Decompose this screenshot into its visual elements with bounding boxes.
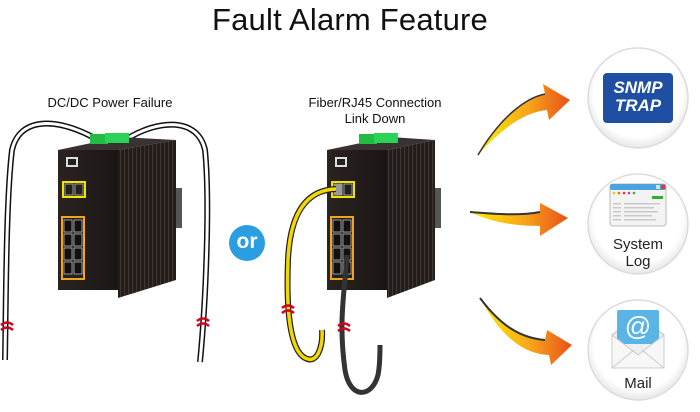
sfp-slots xyxy=(62,181,86,198)
power-cable-right xyxy=(123,121,211,363)
envelope-icon xyxy=(611,310,665,369)
arrow-to-mail-icon xyxy=(479,297,572,365)
mail-circle xyxy=(587,299,689,401)
trap-label: TRAP xyxy=(614,96,662,115)
system-log-line2: Log xyxy=(625,253,651,270)
browser-window-icon xyxy=(609,183,667,227)
snmp-label: SNMP xyxy=(613,78,663,97)
at-symbol-icon: @ xyxy=(624,311,652,341)
arrow-to-snmp-icon xyxy=(477,84,570,156)
switch-device-left xyxy=(58,133,182,298)
system-log-circle xyxy=(587,173,689,275)
power-terminal-block xyxy=(90,133,129,144)
arrow-to-system-log-icon xyxy=(469,203,568,236)
break-mark-icon xyxy=(281,304,351,333)
scenario-link-down-label: Fiber/RJ45 Connection Link Down xyxy=(285,95,465,127)
or-badge: or xyxy=(229,225,265,261)
scenario-power-failure-label: DC/DC Power Failure xyxy=(47,95,173,110)
power-terminal-block xyxy=(359,133,398,144)
power-cable-left xyxy=(2,120,100,361)
scenario-link-down-line1: Fiber/RJ45 Connection xyxy=(308,95,442,110)
system-log-line1: System xyxy=(612,236,663,253)
page-title: Fault Alarm Feature xyxy=(211,2,489,37)
system-log-label: System Log xyxy=(598,236,678,270)
scenario-link-down-line2: Link Down xyxy=(344,111,406,126)
ethernet-cable xyxy=(339,254,383,395)
switch-device-right xyxy=(327,133,441,298)
mail-label: Mail xyxy=(624,375,652,392)
snmp-trap-badge: SNMP TRAP xyxy=(603,73,673,123)
break-mark-icon xyxy=(0,317,210,332)
